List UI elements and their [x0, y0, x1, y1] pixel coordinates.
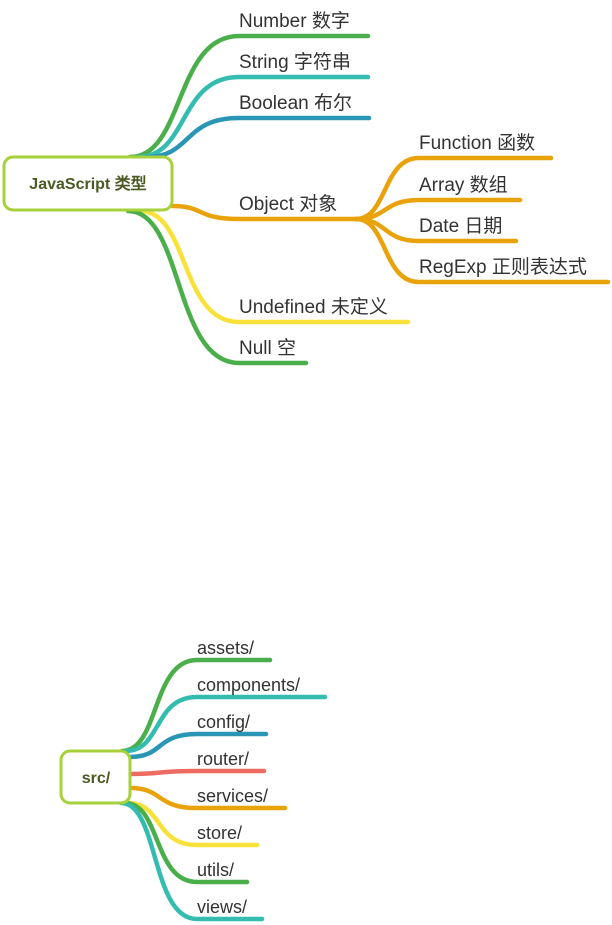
mindmap2-root-box: [59, 749, 132, 805]
mindmap2-branch-label-8[interactable]: views/: [197, 897, 247, 917]
mindmap1-object-subbranch-line-4: [353, 216, 611, 285]
mindmap2-branch-line-1: [119, 657, 273, 754]
mindmap2-root-label: src/: [82, 770, 111, 787]
mindmap1-root-node[interactable]: JavaScript 类型: [2, 155, 174, 212]
mindmap1-branch-line-6: [125, 208, 309, 366]
mindmap2-branch-line-8: [118, 800, 265, 922]
mindmap1-object-subbranch-label-1[interactable]: Function 函数: [419, 132, 535, 154]
mindmap2-root-node[interactable]: src/: [59, 749, 132, 805]
mindmap2-links: [118, 657, 328, 922]
mindmap1-branch-label-4[interactable]: Object 对象: [239, 193, 337, 215]
mindmap1-branch-label-5[interactable]: Undefined 未定义: [239, 296, 388, 318]
mindmap1-object-subbranch-label-2[interactable]: Array 数组: [419, 174, 508, 196]
mindmap2-branch-line-4: [127, 768, 267, 777]
mindmap2-branch-label-5[interactable]: services/: [197, 786, 268, 806]
mindmap2-labels: assets/components/config/router/services…: [197, 638, 300, 917]
mindmap1-object-subbranch-label-3[interactable]: Date 日期: [419, 215, 502, 237]
mindmap2-branch-line-2: [123, 694, 328, 754]
mindmap1-branch-line-1: [127, 33, 371, 160]
mindmap2-branch-label-1[interactable]: assets/: [197, 638, 254, 658]
mindmap2-branch-line-6: [125, 800, 260, 848]
mindmap1-root-box: [2, 155, 174, 212]
mindmap2-branch-label-4[interactable]: router/: [197, 749, 249, 769]
mindmap1-labels: Number 数字 String 字符串 Boolean 布尔 Object 对象 Un…: [239, 10, 587, 359]
mindmap1-object-subbranch-label-4[interactable]: RegExp 正则表达式: [419, 256, 587, 278]
mindmap2-branch-label-6[interactable]: store/: [197, 823, 242, 843]
mindmap1-root-label: JavaScript 类型: [29, 174, 146, 193]
mindmap1-branch-line-5: [137, 208, 411, 325]
mindmap2-branch-line-5: [127, 785, 288, 811]
mindmap1-branch-line-4: [169, 203, 359, 222]
mindmap2-branch-label-2[interactable]: components/: [197, 675, 300, 695]
mindmap1-branch-line-3: [143, 115, 372, 160]
mindmap1-branch-line-2: [135, 74, 371, 160]
mindmap1-branch-label-1[interactable]: Number 数字: [239, 10, 350, 32]
mindmap2-branch-line-3: [127, 731, 269, 760]
mindmap1-links: [125, 33, 611, 366]
mindmap2-branch-line-7: [122, 800, 250, 885]
mindmap1-branch-label-2[interactable]: String 字符串: [239, 51, 351, 73]
mindmap1-branch-label-3[interactable]: Boolean 布尔: [239, 92, 352, 114]
mindmap2-branch-label-7[interactable]: utils/: [197, 860, 234, 880]
mindmap2-branch-label-3[interactable]: config/: [197, 712, 250, 732]
mindmap1-branch-label-6[interactable]: Null 空: [239, 337, 296, 359]
